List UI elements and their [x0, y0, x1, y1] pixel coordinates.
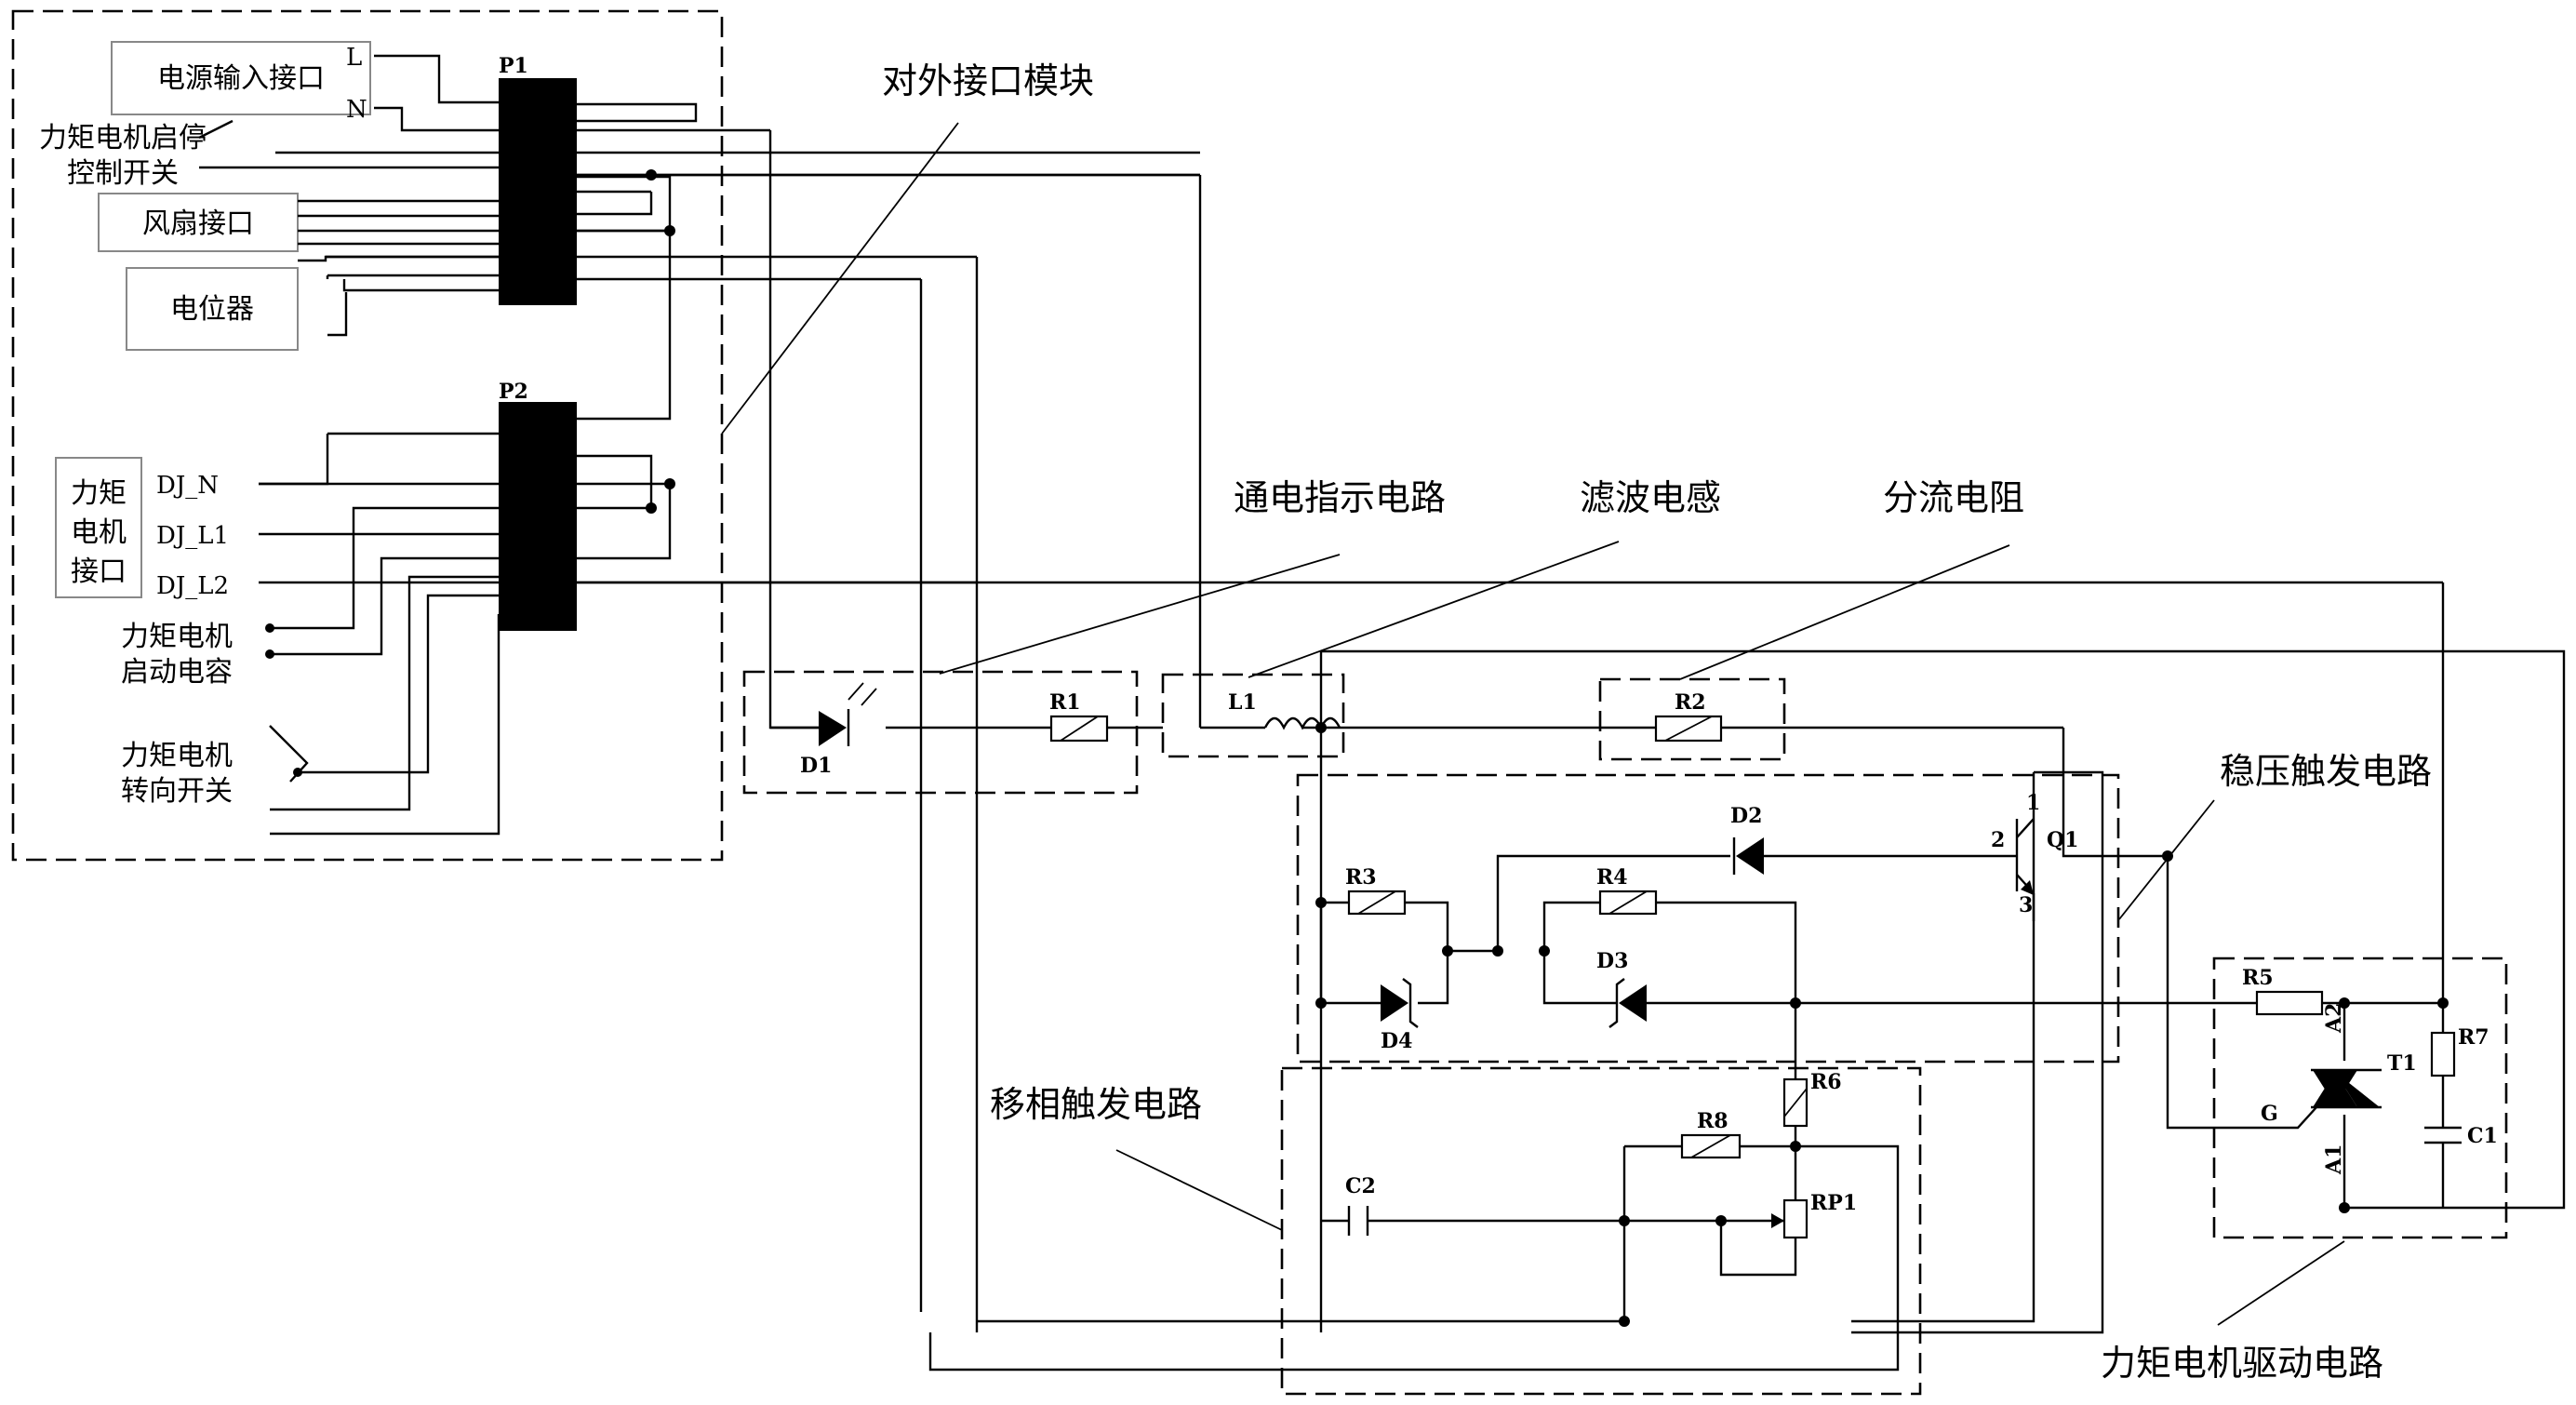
q1-pin1: 1 [2026, 791, 2040, 815]
p2-label: P2 [499, 380, 528, 404]
r4-slash [1608, 890, 1648, 915]
a1-label: A1 [2322, 1144, 2346, 1175]
q1-label: Q1 [2047, 828, 2078, 852]
c1-capacitor [2424, 1126, 2462, 1144]
rp1-potentiometer [1782, 1198, 1809, 1239]
pin-dj-n: DJ_N [156, 472, 219, 500]
rp1-wiper [1771, 1213, 1784, 1228]
r2-slash [1664, 716, 1713, 742]
filter-label: 滤波电感 [1580, 477, 1721, 518]
filter-inductor-box [1161, 673, 1345, 758]
motor-switch-label-2: 控制开关 [67, 157, 179, 190]
p2-wiring [259, 432, 2445, 1003]
connector-p1 [499, 78, 577, 305]
motor-interface-box [55, 457, 142, 598]
driver-label: 力矩电机驱动电路 [2101, 1343, 2383, 1384]
r7-resistor [2430, 1031, 2456, 1077]
t1-triac [2311, 1068, 2382, 1109]
d1-led [819, 682, 877, 746]
main-bus-wiring [577, 151, 2566, 1334]
r3-label: R3 [1345, 865, 1377, 890]
potentiometer-label: 电位器 [170, 293, 254, 326]
t1-label: T1 [2387, 1051, 2417, 1076]
start-cap-label-1: 力矩电机 [121, 621, 233, 653]
r4-label: R4 [1596, 865, 1628, 890]
dir-switch-label-2: 转向开关 [121, 775, 233, 808]
shunt-label: 分流电阻 [1883, 477, 2024, 518]
motor-driver-box [2212, 957, 2508, 1239]
junction-dots [265, 169, 2449, 1327]
r3-resistor [1347, 890, 1407, 916]
phase-wiring [928, 1126, 1900, 1372]
d2-label: D2 [1730, 804, 1762, 828]
q1-transistor [1982, 818, 2035, 921]
indicator-circuit-box [742, 670, 1139, 795]
r2-label: R2 [1675, 690, 1706, 715]
r8-label: R8 [1697, 1109, 1728, 1133]
pin-dj-l2: DJ_L2 [156, 572, 229, 600]
fan-box [98, 193, 299, 252]
d4-zener [1381, 978, 1419, 1028]
fan-label: 风扇接口 [142, 207, 254, 240]
p1-label: P1 [499, 54, 528, 78]
g-label: G [2261, 1102, 2278, 1126]
motor-interface-label-1: 力矩 [71, 477, 127, 510]
d2-diode [1732, 837, 1764, 875]
dir-switch-label-1: 力矩电机 [121, 740, 233, 772]
callout-leaders [721, 122, 2345, 1326]
r6-slash [1783, 1088, 1808, 1117]
pin-L: L [346, 44, 362, 72]
l1-label: L1 [1228, 690, 1257, 715]
d1-label: D1 [800, 754, 832, 778]
regulator-trigger-box [1296, 773, 2120, 1064]
r5-label: R5 [2242, 966, 2274, 990]
q1-pin3: 3 [2019, 893, 2033, 917]
pin-dj-l1: DJ_L1 [156, 522, 229, 550]
l1-inductor [1263, 716, 1341, 730]
d3-label: D3 [1596, 949, 1628, 973]
start-cap-label-2: 启动电容 [121, 656, 233, 689]
c1-label: C1 [2467, 1124, 2498, 1148]
r3-slash [1357, 890, 1396, 915]
external-interface-module-box [11, 9, 724, 862]
c2-capacitor [1347, 1206, 1369, 1236]
regulator-label: 稳压触发电路 [2220, 751, 2432, 792]
indicator-label: 通电指示电路 [1234, 477, 1446, 518]
regulator-wiring [1319, 819, 2443, 1323]
ext-module-label: 对外接口模块 [882, 60, 1094, 101]
potentiometer-box [126, 267, 299, 351]
q1-pin2: 2 [1991, 828, 2005, 852]
r6-label: R6 [1810, 1070, 1842, 1094]
r1-slash [1060, 716, 1099, 742]
power-input-box [111, 41, 371, 115]
phase-label: 移相触发电路 [990, 1084, 1202, 1125]
motor-interface-label-2: 电机 [71, 516, 127, 549]
c2-label: C2 [1345, 1174, 1376, 1198]
r8-slash [1690, 1134, 1731, 1158]
connector-p2 [499, 402, 577, 631]
rp1-label: RP1 [1810, 1191, 1857, 1215]
phase-trigger-box [1280, 1066, 1922, 1396]
pin-N: N [346, 96, 367, 124]
r7-label: R7 [2458, 1025, 2489, 1050]
shunt-resistor-box [1598, 677, 1786, 761]
p1-wiring [198, 54, 1202, 1332]
r5-resistor [2255, 990, 2324, 1016]
motor-interface-label-3: 接口 [71, 555, 127, 588]
r1-label: R1 [1049, 690, 1081, 715]
d3-zener [1608, 978, 1647, 1028]
power-input-label: 电源输入接口 [157, 62, 325, 95]
d4-label: D4 [1381, 1029, 1412, 1053]
motor-switch-label-1: 力矩电机启停 [39, 122, 207, 154]
